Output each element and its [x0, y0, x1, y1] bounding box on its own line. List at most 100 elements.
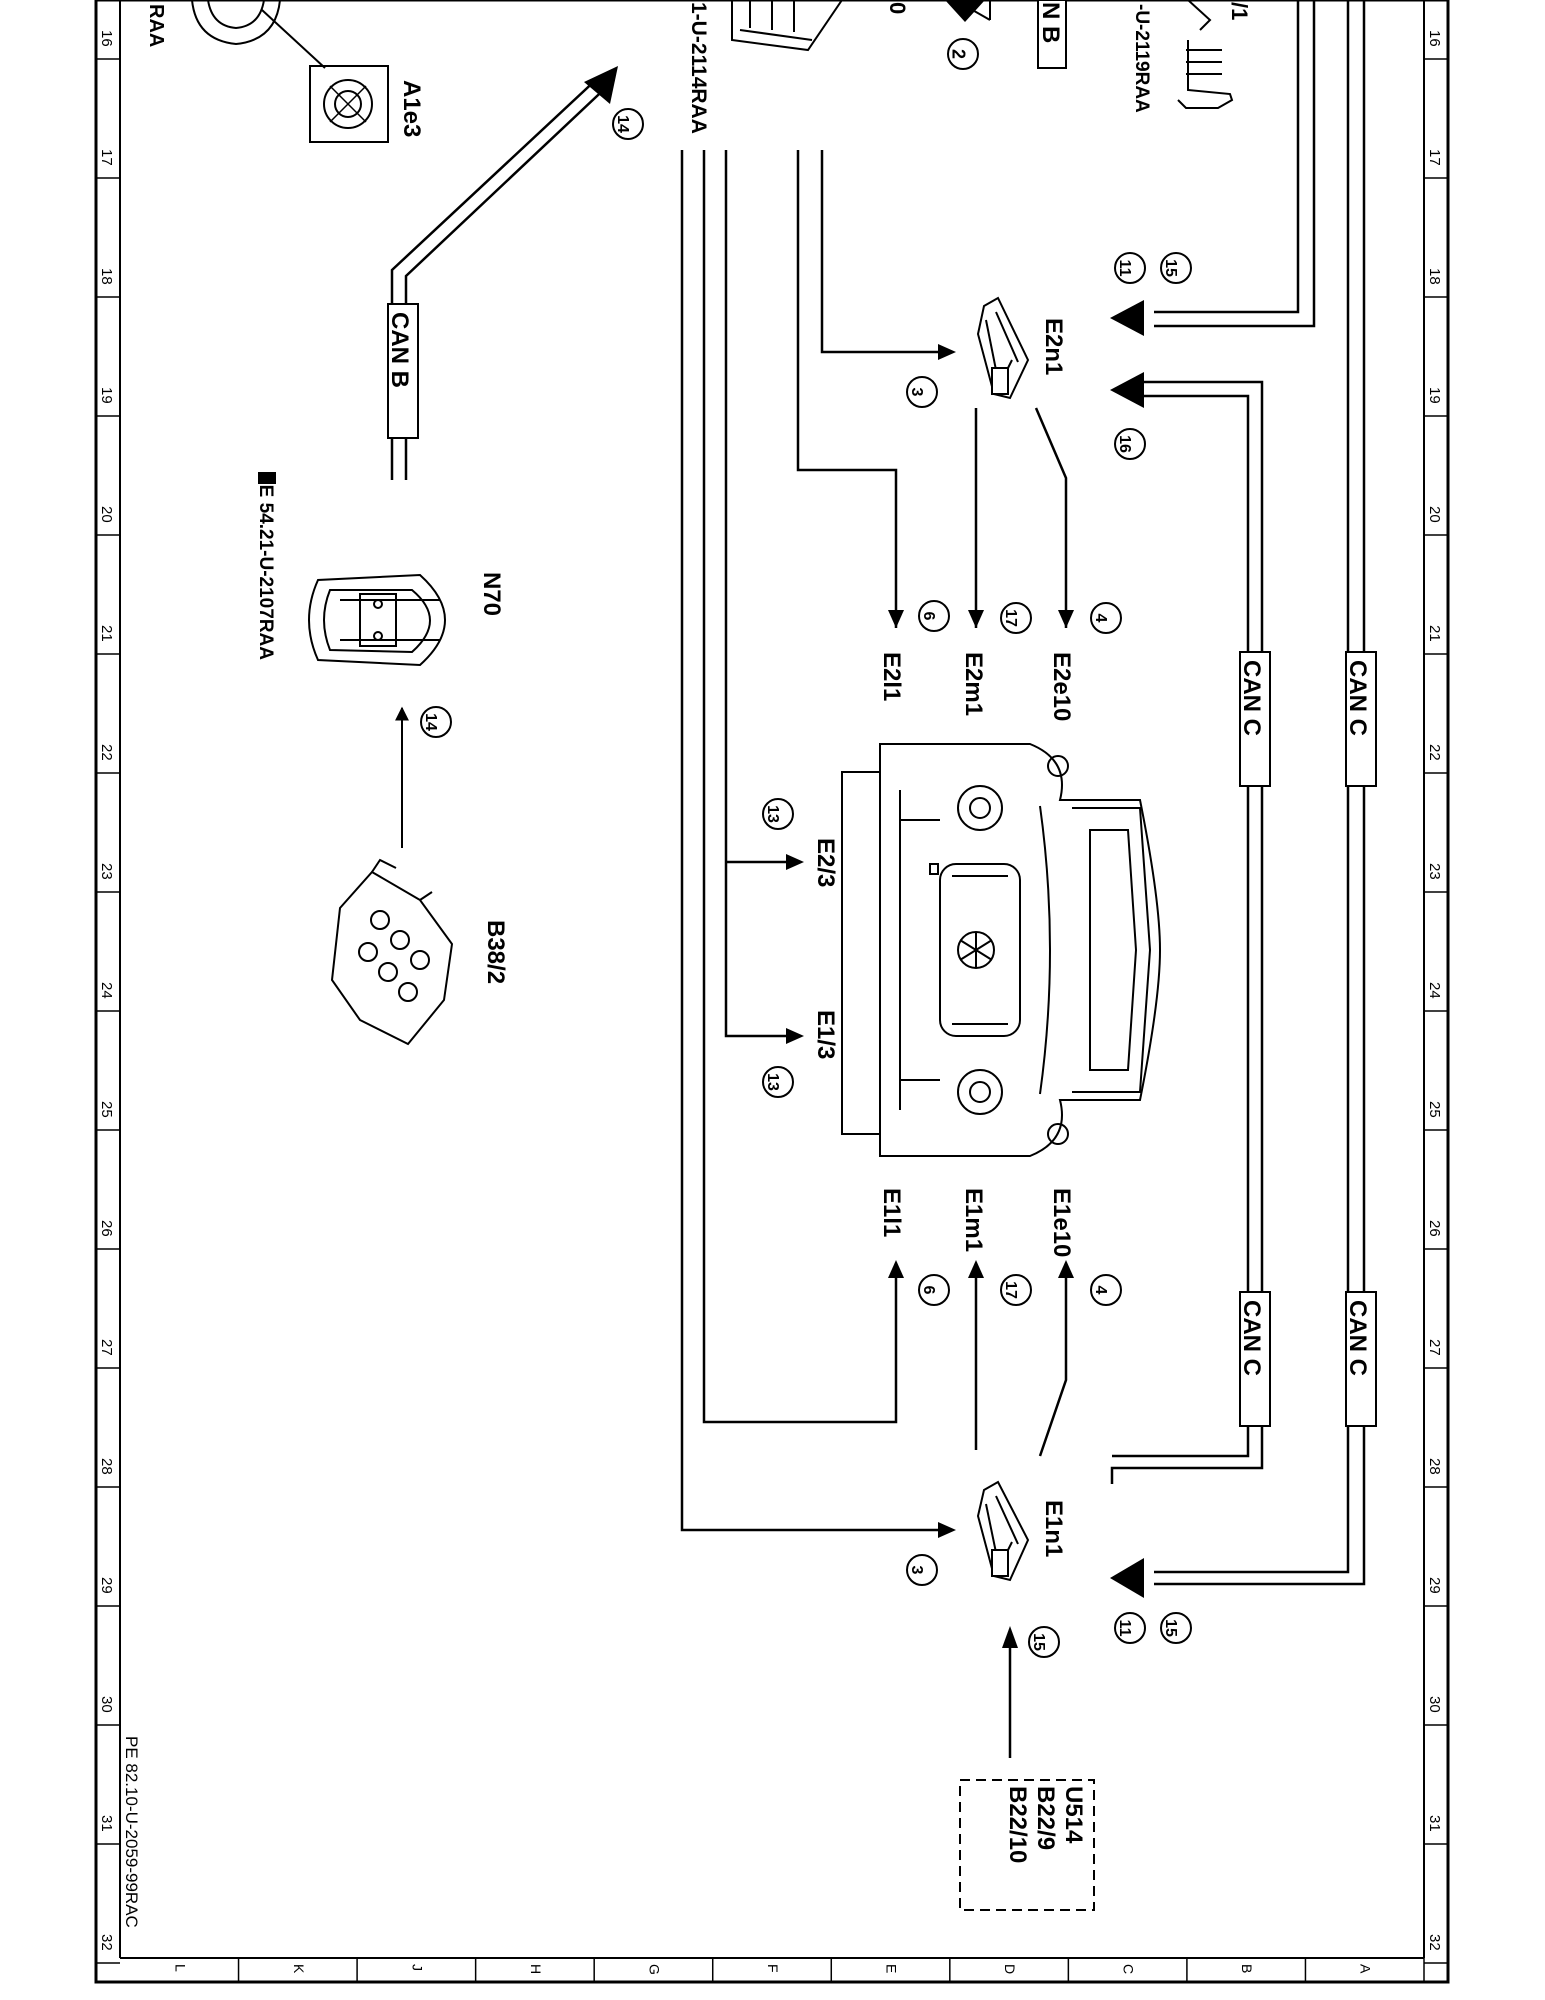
- pe-2114-ref: 1-U-2114RAA: [687, 2, 710, 134]
- grid-column-label: 31: [98, 1815, 115, 1832]
- instrument-cluster-fragment: [191, 0, 326, 69]
- zero-label: 0: [885, 2, 910, 14]
- callout-16: 16: [1114, 428, 1146, 460]
- callout-15b: 15: [1160, 1612, 1192, 1644]
- callout-4b-text: 4: [1092, 1286, 1109, 1295]
- e2-3-label: E2/3: [812, 838, 839, 887]
- grid-row-label: F: [765, 1964, 781, 1973]
- callout-17b: 17: [1000, 1274, 1032, 1306]
- grid-column-label: 16: [1426, 30, 1443, 47]
- callout-15a: 15: [1160, 252, 1192, 284]
- slash1-label: /1: [1227, 2, 1252, 20]
- can-c-label-2: CAN C: [1344, 660, 1371, 736]
- callout-14b-text: 14: [422, 713, 439, 731]
- raa-label: RAA: [145, 4, 167, 47]
- callout-6a: 6: [918, 600, 950, 632]
- callout-11b-text: 11: [1116, 1620, 1133, 1637]
- callout-11b: 11: [1114, 1612, 1146, 1644]
- callout-6b-text: 6: [920, 1286, 937, 1295]
- callout-4b: 4: [1090, 1274, 1122, 1306]
- e1m1-label: E1m1: [960, 1188, 987, 1252]
- e1n1-output-arrows: [968, 1260, 1074, 1278]
- u514-code: U514: [1060, 1786, 1087, 1844]
- grid-row-label: D: [1002, 1964, 1018, 1974]
- grid-column-label: 17: [1426, 149, 1443, 166]
- can-c-label-4: CAN C: [1344, 1300, 1371, 1376]
- can-b-box: CAN B: [386, 303, 419, 439]
- b38-2-sensor: [330, 858, 454, 1046]
- e2n1-output-arrows: [968, 610, 1074, 628]
- grid-column-label: 28: [1426, 1458, 1443, 1475]
- can-c-boxes: CAN C CAN C CAN C CAN C: [1238, 651, 1377, 1427]
- grid-row-label: K: [291, 1964, 307, 1974]
- grid-column-label: 21: [1426, 625, 1443, 642]
- a1e3-symbol: [309, 65, 389, 143]
- grid-row-label: C: [1121, 1964, 1137, 1974]
- callout-13b: 13: [762, 1066, 794, 1098]
- e1-3-label: E1/3: [812, 1010, 839, 1059]
- grid-column-label: 24: [98, 982, 115, 999]
- callout-4a-text: 4: [1092, 614, 1109, 623]
- grid-column-label: 17: [98, 149, 115, 166]
- wire-arrowheads: [786, 344, 956, 1538]
- grid-column-label: 22: [1426, 744, 1443, 761]
- callout-17a: 17: [1000, 602, 1032, 634]
- b38-2-label: B38/2: [482, 920, 509, 984]
- grid-column-label: 24: [1426, 982, 1443, 999]
- callout-2-text: 2: [948, 49, 968, 59]
- callout-16-text: 16: [1116, 435, 1133, 453]
- connector-2119-graphic: [1177, 0, 1234, 109]
- callout-4a: 4: [1090, 602, 1122, 634]
- grid-column-label: 16: [98, 30, 115, 47]
- callout-3b: 3: [906, 1554, 938, 1586]
- n70-overhead-unit: [308, 573, 446, 667]
- book-icon: [258, 472, 276, 484]
- can-c-label-3: CAN C: [1238, 1300, 1265, 1376]
- n-b-box: N B: [989, 0, 1067, 69]
- callout-11a: 11: [1114, 252, 1146, 284]
- grid-column-label: 20: [1426, 506, 1443, 523]
- u514-line2: B22/10: [1004, 1786, 1031, 1863]
- e1n1-label: E1n1: [1040, 1500, 1067, 1557]
- grid-row-label: A: [1358, 1964, 1374, 1974]
- callout-14a-text: 14: [614, 115, 631, 133]
- grid-column-label: 18: [1426, 268, 1443, 285]
- drawing-frame: [94, 0, 1450, 1984]
- vehicle-front-view: [841, 743, 1162, 1157]
- grid-column-label: 22: [98, 744, 115, 761]
- grid-column-label: 31: [1426, 1815, 1443, 1832]
- grid-column-label: 23: [98, 863, 115, 880]
- e1e10-label: E1e10: [1048, 1188, 1075, 1257]
- grid-row-label: L: [172, 1964, 188, 1972]
- callout-6a-text: 6: [920, 612, 937, 621]
- pe-2119-ref: -U-2119RAA: [1131, 4, 1152, 113]
- grid-column-label: 29: [98, 1577, 115, 1594]
- e2n1-label: E2n1: [1040, 318, 1067, 375]
- can-c-arrowheads: [1110, 300, 1144, 1598]
- grid-row-label: H: [528, 1964, 544, 1974]
- grid-column-label: 26: [98, 1220, 115, 1237]
- callout-14a: 14: [612, 108, 644, 140]
- grid-column-label: 23: [1426, 863, 1443, 880]
- grid-column-label: 19: [98, 387, 115, 404]
- grid-row-label: G: [646, 1964, 662, 1975]
- callout-6b: 6: [918, 1274, 950, 1306]
- pe-n70-ref: PE 54.21-U-2107RAA: [255, 472, 276, 660]
- a1e3-label: A1e3: [398, 80, 425, 137]
- grid-column-label: 27: [98, 1339, 115, 1356]
- callout-13b-text: 13: [764, 1073, 781, 1091]
- connector-2114-graphic: [731, 0, 843, 52]
- footer-ref: PE 82.10-U-2059-99RAC: [122, 1736, 141, 1928]
- u514-line1: B22/9: [1032, 1786, 1059, 1850]
- callout-15c-text: 15: [1030, 1633, 1047, 1651]
- e1l1-label: E1l1: [878, 1188, 905, 1237]
- callout-13a-text: 13: [764, 805, 781, 823]
- grid-column-label: 25: [1426, 1101, 1443, 1118]
- u514-link: 15: [1002, 1626, 1060, 1758]
- grid-row-label: E: [884, 1964, 900, 1973]
- e2m1-label: E2m1: [960, 652, 987, 716]
- n-b-label: N B: [1037, 2, 1064, 43]
- callout-2: 2: [945, 0, 991, 70]
